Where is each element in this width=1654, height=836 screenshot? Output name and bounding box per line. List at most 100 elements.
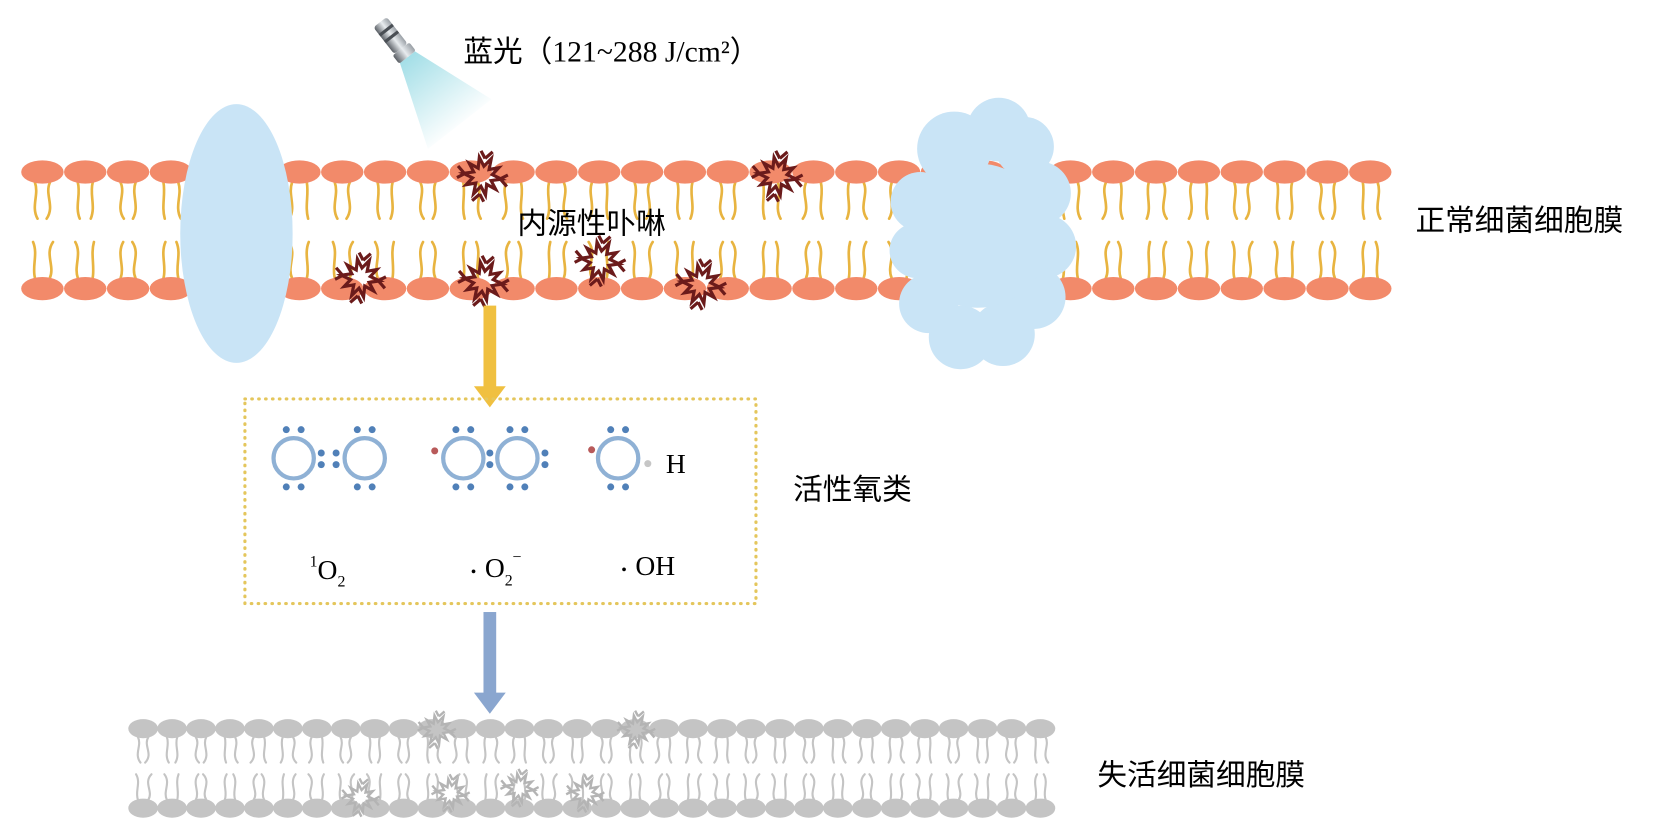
porphyrin-group — [334, 150, 804, 311]
lipid-head — [149, 276, 193, 301]
arrow-head — [473, 692, 506, 714]
flashlight-icon — [374, 18, 492, 149]
lipid-head — [678, 719, 708, 739]
radical-dot: • — [471, 564, 477, 581]
lipid-tail — [1162, 240, 1168, 280]
lipid-tail — [801, 181, 808, 220]
lipid-head — [1134, 160, 1178, 184]
lipid-tails — [134, 736, 1050, 801]
lipid-head — [321, 160, 364, 184]
species-sub: 2 — [505, 573, 513, 590]
lipid-tail — [176, 181, 183, 220]
lipid-head — [359, 719, 390, 739]
porphyrin-side-chain — [717, 281, 728, 296]
lipid-tail — [831, 736, 835, 764]
lipid-head — [996, 719, 1027, 739]
lipid-tail — [713, 736, 719, 764]
electron-dot — [452, 483, 460, 491]
lipid-head — [822, 719, 853, 739]
lipid-tail — [742, 773, 747, 801]
lipid-tail — [76, 181, 82, 220]
lipid-tail — [1330, 240, 1337, 280]
porphyrin-side-chain — [334, 266, 344, 281]
lipid-head — [562, 719, 593, 739]
lipid-head — [157, 798, 187, 818]
lipid-tail — [1005, 736, 1011, 764]
lipid-tail — [376, 181, 381, 220]
lipid-head — [273, 798, 303, 818]
lipid-tail — [668, 736, 673, 764]
lipid-head — [707, 798, 737, 818]
porphyrin-side-chain — [500, 278, 510, 293]
inactive-porphyrin-molecule — [499, 768, 540, 808]
lipid-tail — [947, 736, 953, 764]
lipid-head — [215, 798, 245, 818]
inactivated-membrane-label: 失活细菌细胞膜 — [1097, 759, 1305, 792]
lipid-tail — [474, 240, 480, 280]
arrow-down-blue — [473, 612, 506, 714]
lipid-head — [1220, 276, 1263, 301]
lipid-head — [278, 160, 321, 184]
porphyrin-side-chain — [372, 795, 381, 807]
porphyrin-label: 内源性卟啉 — [517, 208, 665, 241]
porphyrin-molecule — [674, 258, 728, 311]
lipid-tail — [233, 736, 239, 764]
lipid-head — [765, 798, 795, 818]
porphyrin-side-chain — [472, 297, 487, 308]
lipid-head — [446, 719, 477, 739]
porphyrin-side-chain — [449, 727, 457, 739]
lipid-tail — [540, 773, 545, 801]
species-sup: 1 — [310, 553, 318, 570]
lipid-head — [535, 160, 578, 184]
lipid-tail — [337, 773, 342, 801]
lipid-tail — [1076, 181, 1082, 220]
lipid-tail — [986, 773, 991, 801]
lipid-tail — [819, 181, 825, 220]
porphyrin-side-chain — [463, 791, 471, 802]
lipid-tail — [397, 736, 403, 764]
lipid-head — [417, 719, 448, 739]
lipid-tail — [802, 773, 808, 801]
lipid-tail — [91, 240, 96, 280]
lipid-tail — [176, 773, 180, 801]
lipid-tail — [730, 240, 737, 280]
lipid-tail — [697, 773, 702, 801]
porphyrin-ring — [575, 236, 625, 286]
lipid-tail — [957, 773, 964, 801]
porphyrin-side-chain — [565, 784, 573, 796]
lipid-head — [851, 719, 882, 739]
lipid-tail — [1244, 181, 1251, 220]
electron-dot — [353, 426, 361, 434]
lipid-tail — [899, 773, 905, 801]
lipid-tail — [1005, 773, 1010, 801]
hydrogen-label: H — [666, 448, 686, 479]
porphyrin-side-chain — [583, 773, 594, 781]
lipid-tail — [291, 736, 298, 764]
lipid-tail — [320, 736, 325, 764]
lipid-tail — [430, 240, 437, 280]
lipid-tail — [1034, 773, 1039, 801]
lipid-head — [1134, 276, 1178, 301]
porphyrin-side-chain — [616, 721, 624, 732]
lipid-tail — [718, 240, 725, 280]
lipid-tail — [718, 181, 725, 220]
lipid-head — [749, 160, 792, 184]
porphyrin-side-chain — [351, 810, 363, 818]
electron-dot — [607, 483, 615, 491]
lipid-tail — [1288, 181, 1294, 220]
lipid-tail — [144, 736, 150, 764]
lipid-tail — [1042, 773, 1047, 801]
lipid-tail — [434, 773, 439, 801]
lipid-tail — [726, 736, 730, 764]
porphyrin-side-chain — [576, 805, 588, 813]
lipid-head — [128, 798, 158, 818]
lipid-head — [1025, 719, 1056, 739]
lipid-tail — [131, 181, 137, 220]
lipid-head — [417, 798, 448, 818]
lipid-tail — [307, 773, 313, 801]
lipid-tail — [1034, 736, 1038, 764]
electron-dot — [282, 426, 290, 434]
lipid-tail — [461, 181, 466, 220]
lipid-tail — [523, 736, 527, 764]
